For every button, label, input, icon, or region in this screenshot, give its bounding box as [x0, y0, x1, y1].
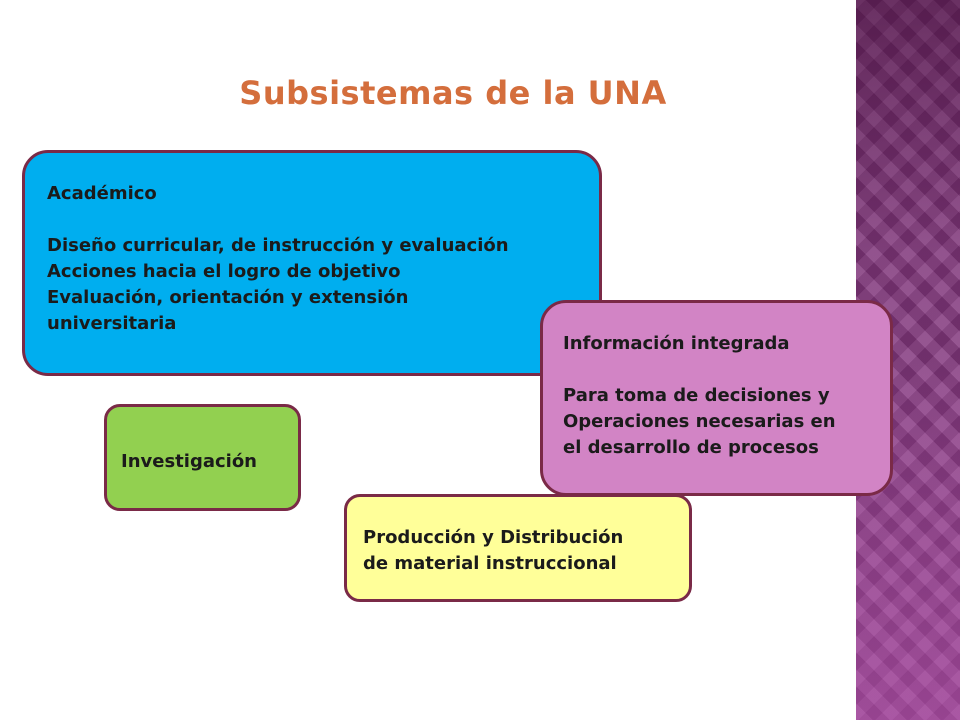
produccion-line: de material instruccional	[363, 553, 617, 574]
produccion-line: Producción y Distribución	[363, 527, 624, 548]
informacion-line: Operaciones necesarias en	[563, 411, 836, 432]
box-informacion: Información integrada Para toma de decis…	[540, 300, 893, 496]
decorative-side-band	[856, 0, 960, 720]
academico-line: Acciones hacia el logro de objetivo	[47, 261, 401, 282]
informacion-heading: Información integrada	[563, 333, 790, 354]
box-investigacion: Investigación	[104, 404, 301, 511]
academico-line: Diseño curricular, de instrucción y eval…	[47, 235, 509, 256]
academico-heading: Académico	[47, 183, 157, 204]
investigacion-heading: Investigación	[121, 451, 257, 472]
informacion-line: Para toma de decisiones y	[563, 385, 830, 406]
slide-title: Subsistemas de la UNA	[239, 74, 667, 112]
informacion-line: el desarrollo de procesos	[563, 437, 819, 458]
box-produccion: Producción y Distribución de material in…	[344, 494, 692, 602]
academico-line: Evaluación, orientación y extensión univ…	[47, 287, 409, 334]
box-academico: Académico Diseño curricular, de instrucc…	[22, 150, 602, 376]
